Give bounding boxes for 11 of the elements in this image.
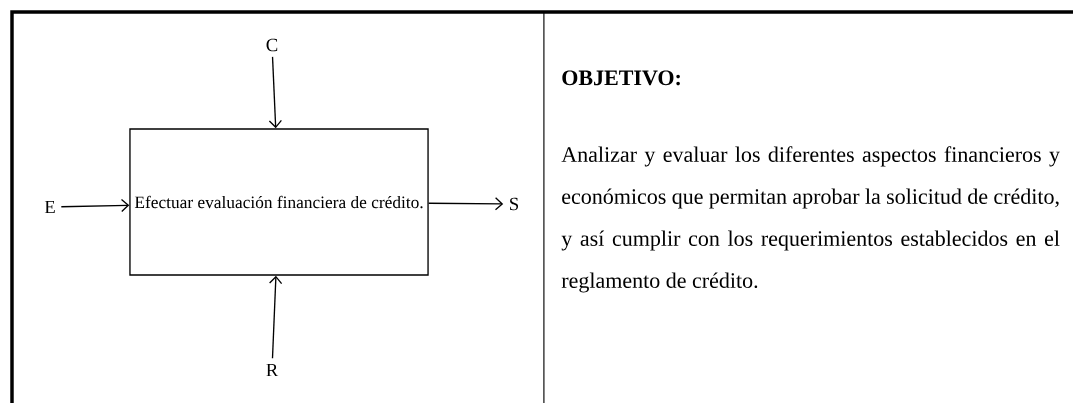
paragraph: Analizar y evaluar los diferentes aspectos financieros y económicos que permitan aprobar la solicitud de crédito, y así cumplir con los requerimientos establecidos en el reglamento de crédito. — [561, 146, 1060, 293]
io-label: R — [266, 363, 279, 377]
arrow — [428, 197, 504, 211]
process-box: Efectuar evaluación financiera de crédito. — [129, 128, 429, 276]
arrow — [268, 56, 283, 129]
io-label: C — [266, 38, 278, 52]
io-label: S — [510, 197, 519, 211]
io-label: E — [44, 200, 55, 214]
heading: OBJETIVO: — [562, 70, 680, 86]
arrow — [268, 275, 283, 359]
arrow — [60, 198, 130, 213]
